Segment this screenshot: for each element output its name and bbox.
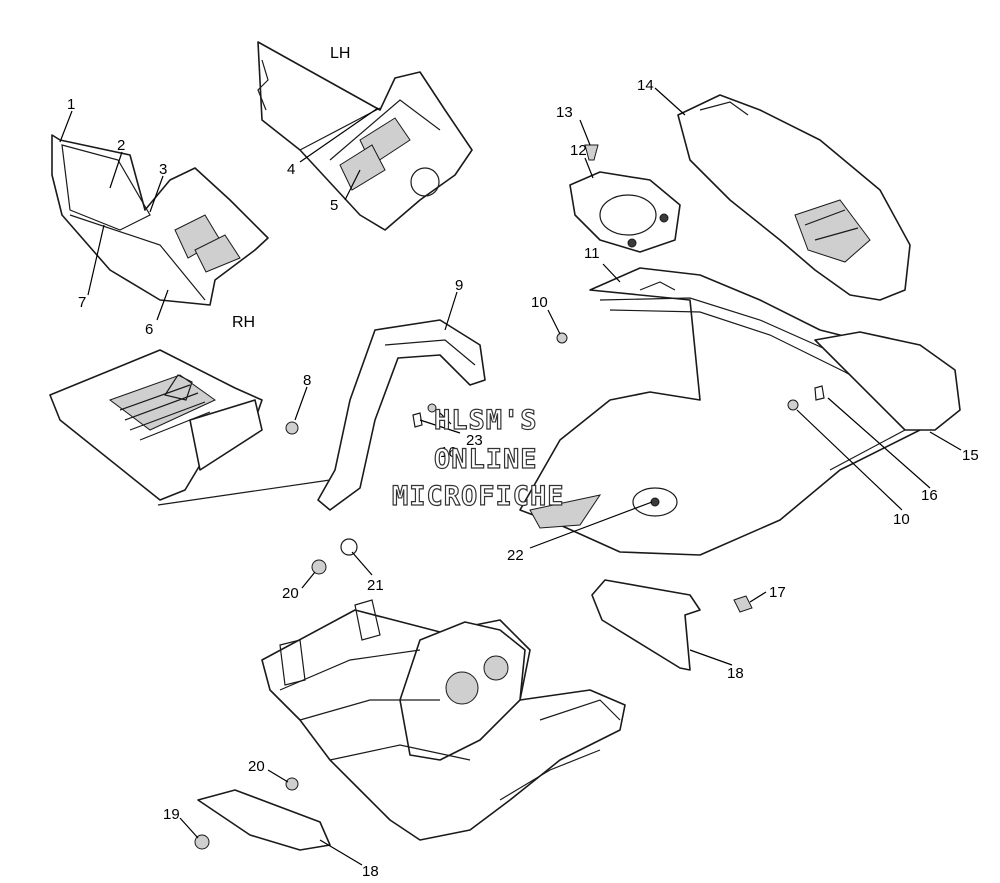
callout-21: 21 xyxy=(367,577,384,594)
callout-10-right: 10 xyxy=(893,511,910,528)
callout-8: 8 xyxy=(303,372,311,389)
callout-19: 19 xyxy=(163,806,180,823)
rh-label: RH xyxy=(232,314,255,331)
callout-14: 14 xyxy=(637,77,654,94)
watermark: HLSM'S ONLINE MICROFICHE xyxy=(391,404,565,512)
frame xyxy=(261,599,626,841)
fasteners xyxy=(194,144,825,850)
callout-11: 11 xyxy=(584,245,600,262)
callout-17: 17 xyxy=(769,584,786,601)
callout-20-lower: 20 xyxy=(248,758,265,775)
callouts: 1 2 3 4 5 6 7 8 9 10 10 11 12 13 14 15 1… xyxy=(67,77,979,880)
footrest-assembly xyxy=(49,349,331,506)
callout-4: 4 xyxy=(287,161,295,178)
callout-22: 22 xyxy=(507,547,524,564)
watermark-line-1: HLSM'S xyxy=(434,405,538,436)
callout-9: 9 xyxy=(455,277,463,294)
lh-footwell-panel xyxy=(257,41,473,231)
bracket-right xyxy=(591,579,701,671)
fender-flare xyxy=(317,319,486,511)
callout-10-left: 10 xyxy=(531,294,548,311)
leader-lines xyxy=(59,87,962,866)
callout-3: 3 xyxy=(159,161,167,178)
callout-1: 1 xyxy=(67,96,75,113)
gas-cap-cover xyxy=(569,171,681,253)
callout-18-right: 18 xyxy=(727,665,744,682)
callout-15: 15 xyxy=(962,447,979,464)
lh-label: LH xyxy=(330,45,350,62)
callout-7: 7 xyxy=(78,294,86,311)
callout-13: 13 xyxy=(556,104,573,121)
seat xyxy=(677,94,911,301)
callout-23: 23 xyxy=(466,432,483,449)
callout-6: 6 xyxy=(145,321,153,338)
callout-16-left: 16 xyxy=(440,444,457,461)
watermark-line-3: MICROFICHE xyxy=(392,481,565,512)
bracket-bottom xyxy=(197,789,331,851)
callout-18-bottom: 18 xyxy=(362,863,379,880)
watermark-line-2: ONLINE xyxy=(434,444,538,475)
rear-fender xyxy=(519,267,961,556)
callout-20-upper: 20 xyxy=(282,585,299,602)
callout-12: 12 xyxy=(570,142,587,159)
callout-2: 2 xyxy=(117,137,125,154)
callout-5: 5 xyxy=(330,197,338,214)
rh-footwell-panel xyxy=(51,134,269,306)
callout-16-right: 16 xyxy=(921,487,938,504)
